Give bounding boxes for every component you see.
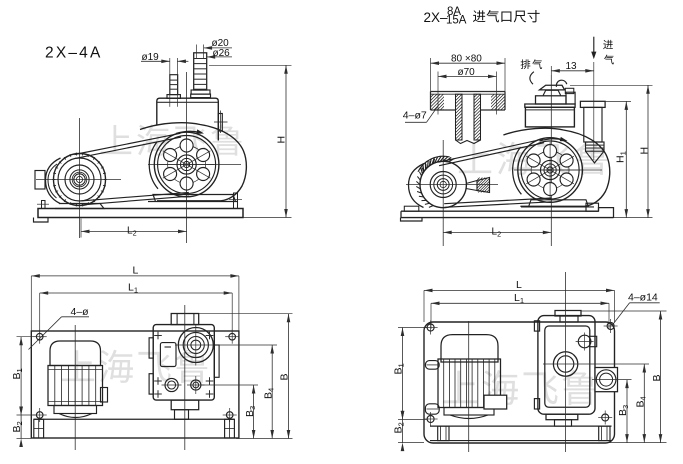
svg-text:L: L (516, 279, 522, 291)
svg-text:ø70: ø70 (458, 67, 476, 78)
svg-text:80 ×80: 80 ×80 (451, 53, 482, 64)
svg-text:15A: 15A (446, 15, 467, 27)
svg-text:13: 13 (566, 61, 578, 72)
svg-text:H: H (276, 136, 288, 144)
svg-text:L: L (133, 265, 139, 277)
svg-text:4–ø: 4–ø (71, 306, 90, 318)
svg-text:H: H (639, 147, 651, 155)
svg-text:ø19: ø19 (142, 52, 160, 63)
svg-text:B: B (279, 373, 291, 380)
svg-text:2X–4A: 2X–4A (45, 45, 103, 62)
svg-text:B: B (651, 374, 663, 381)
svg-text:4–ø14: 4–ø14 (628, 292, 658, 304)
svg-text:4–ø7: 4–ø7 (403, 110, 427, 122)
svg-text:ø20: ø20 (212, 38, 230, 49)
svg-text:ø26: ø26 (213, 48, 231, 59)
svg-text:2X–: 2X– (424, 10, 449, 25)
